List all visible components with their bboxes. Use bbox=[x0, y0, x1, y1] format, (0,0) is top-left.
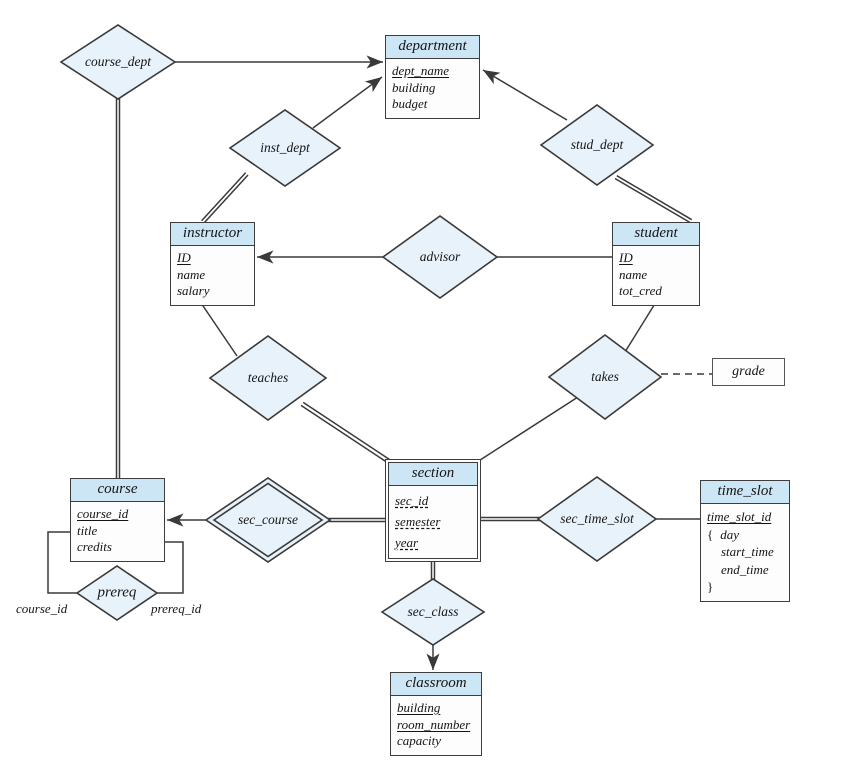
edge-teaches-to-section-double bbox=[300, 401, 391, 464]
entity-student-attributes: ID name tot_cred bbox=[613, 246, 699, 305]
entity-instructor: instructor ID name salary bbox=[170, 222, 255, 306]
edge-prereq-course-id-loop bbox=[47, 531, 80, 594]
entity-student-title: student bbox=[613, 223, 699, 246]
diamond-sec-course-outer bbox=[204, 477, 332, 563]
role-label-prereq-id: prereq_id bbox=[151, 601, 202, 616]
attribute-box-grade: grade bbox=[712, 358, 785, 386]
entity-department-title: department bbox=[386, 36, 479, 59]
entity-time-slot-title: time_slot bbox=[701, 481, 789, 504]
attribute-grade: grade bbox=[732, 364, 765, 379]
diamond-advisor bbox=[381, 215, 499, 299]
attribute-dept-name: dept_name bbox=[392, 63, 450, 78]
entity-student: student ID name tot_cred bbox=[612, 222, 700, 306]
entity-classroom: classroom building room_number capacity bbox=[390, 672, 482, 756]
attribute-building: building bbox=[397, 700, 441, 715]
relationship-label-sec-course: sec_course bbox=[238, 512, 298, 527]
attribute-day: day bbox=[720, 526, 740, 542]
edge-inst-dept-to-instructor-double bbox=[201, 172, 249, 224]
entity-classroom-title: classroom bbox=[391, 673, 481, 696]
attribute-start-time: start_time bbox=[721, 544, 774, 559]
attribute-capacity: capacity bbox=[397, 733, 442, 748]
relationship-label-takes: takes bbox=[591, 369, 619, 384]
diamond-sec-course-inner bbox=[212, 482, 324, 558]
attribute-budget: budget bbox=[392, 96, 428, 111]
attribute-semester: semester bbox=[395, 514, 441, 529]
entity-department: department dept_name building budget bbox=[385, 35, 480, 119]
entity-course: course course_id title credits bbox=[70, 478, 165, 562]
edge-prereq-prereq-id-loop bbox=[155, 541, 184, 594]
attribute-title: title bbox=[77, 522, 98, 538]
attribute-credits: credits bbox=[77, 539, 112, 554]
role-label-course-id: course_id bbox=[16, 601, 68, 616]
attribute-tot-cred: tot_cred bbox=[619, 283, 662, 298]
diamond-teaches bbox=[208, 335, 328, 421]
edge-course-dept-to-course-double bbox=[115, 98, 121, 478]
attribute-id: ID bbox=[619, 250, 633, 265]
attribute-name: name bbox=[619, 266, 648, 282]
attribute-course-id: course_id bbox=[77, 506, 129, 521]
entity-classroom-attributes: building room_number capacity bbox=[391, 696, 481, 755]
relationship-label-prereq: prereq bbox=[97, 584, 137, 601]
attribute-year: year bbox=[395, 535, 419, 550]
edge-stud-dept-to-student-double bbox=[614, 175, 693, 224]
attribute-room-number: room_number bbox=[397, 716, 471, 732]
entity-course-title: course bbox=[71, 479, 164, 502]
entity-instructor-title: instructor bbox=[171, 223, 254, 246]
relationship-label-teaches: teaches bbox=[247, 370, 289, 385]
diamond-sec-class bbox=[380, 578, 486, 646]
relationship-label-stud-dept: stud_dept bbox=[570, 137, 624, 152]
entity-section-inner: section sec_id semester year bbox=[388, 462, 478, 559]
attribute-building: building bbox=[392, 79, 436, 95]
edge-section-to-sec-class-double bbox=[430, 559, 436, 583]
attribute-name: name bbox=[177, 266, 206, 282]
multivalued-brace-open: { bbox=[707, 526, 714, 542]
edge-student-to-takes bbox=[624, 301, 657, 353]
entity-course-attributes: course_id title credits bbox=[71, 502, 164, 561]
relationship-label-sec-time-slot: sec_time_slot bbox=[560, 511, 634, 526]
diamond-takes bbox=[547, 334, 663, 420]
entity-section-attributes: sec_id semester year bbox=[389, 486, 477, 558]
edge-sec-course-to-section-double bbox=[328, 517, 389, 523]
attribute-end-time: end_time bbox=[721, 561, 769, 577]
attribute-day-row: { day bbox=[707, 526, 783, 544]
attribute-sec-id: sec_id bbox=[395, 493, 429, 508]
entity-instructor-attributes: ID name salary bbox=[171, 246, 254, 305]
diamond-prereq bbox=[75, 565, 159, 621]
edge-takes-to-section bbox=[476, 396, 579, 463]
edge-instructor-to-teaches bbox=[198, 299, 238, 357]
relationship-label-advisor: advisor bbox=[419, 249, 461, 264]
attribute-time-slot-id: time_slot_id bbox=[707, 509, 772, 524]
entity-time-slot: time_slot time_slot_id { day start_time … bbox=[700, 480, 790, 602]
attribute-salary: salary bbox=[177, 283, 210, 298]
relationship-label-course-dept: course_dept bbox=[85, 54, 151, 69]
diamond-inst-dept bbox=[228, 109, 342, 187]
relationship-label-inst-dept: inst_dept bbox=[260, 140, 310, 155]
edge-inst-dept-to-department bbox=[312, 76, 383, 129]
diamond-stud-dept bbox=[539, 104, 655, 186]
edge-stud-dept-to-department bbox=[482, 69, 568, 121]
attribute-id: ID bbox=[177, 250, 191, 265]
relationship-label-sec-class: sec_class bbox=[407, 604, 459, 619]
entity-time-slot-attributes: time_slot_id { day start_time end_time } bbox=[701, 504, 789, 601]
diamond-course-dept bbox=[59, 24, 177, 100]
entity-section-title: section bbox=[389, 463, 477, 486]
diamond-sec-time-slot bbox=[536, 476, 658, 562]
entity-department-attributes: dept_name building budget bbox=[386, 59, 479, 118]
edge-section-to-sec-time-slot-double bbox=[477, 516, 540, 522]
entity-section: section sec_id semester year bbox=[385, 459, 481, 562]
multivalued-brace-close: } bbox=[707, 579, 714, 594]
